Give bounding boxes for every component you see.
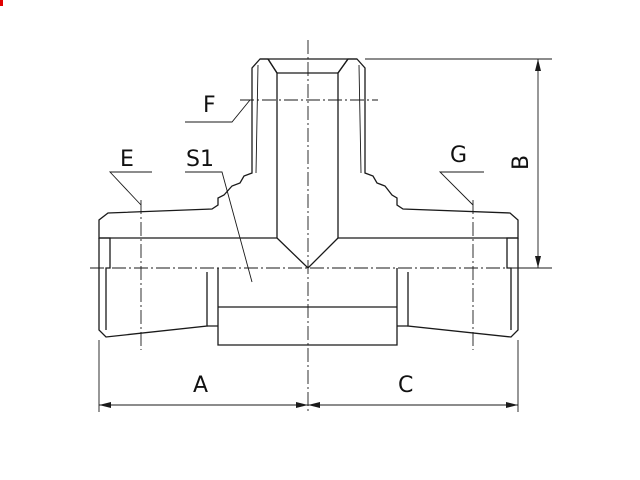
section-hatch bbox=[98, 58, 519, 239]
label-a: A bbox=[193, 373, 208, 398]
hex-flat bbox=[207, 268, 408, 346]
label-b: B bbox=[509, 155, 534, 170]
label-e: E bbox=[120, 147, 134, 172]
bore-cone bbox=[276, 237, 339, 269]
leader-s1 bbox=[185, 171, 253, 283]
leader-e bbox=[108, 171, 152, 206]
label-s1: S1 bbox=[186, 147, 214, 172]
thread-lines bbox=[255, 64, 362, 174]
stem-top bbox=[260, 58, 357, 74]
lower-body bbox=[98, 237, 519, 338]
leader-g bbox=[438, 171, 484, 206]
corner-mark bbox=[0, 0, 3, 6]
label-c: C bbox=[398, 373, 413, 398]
leader-f bbox=[185, 99, 251, 123]
dimension-extension-lines bbox=[98, 58, 552, 412]
label-f: F bbox=[203, 93, 216, 118]
label-g: G bbox=[450, 143, 467, 168]
dimension-arrows bbox=[99, 59, 541, 408]
